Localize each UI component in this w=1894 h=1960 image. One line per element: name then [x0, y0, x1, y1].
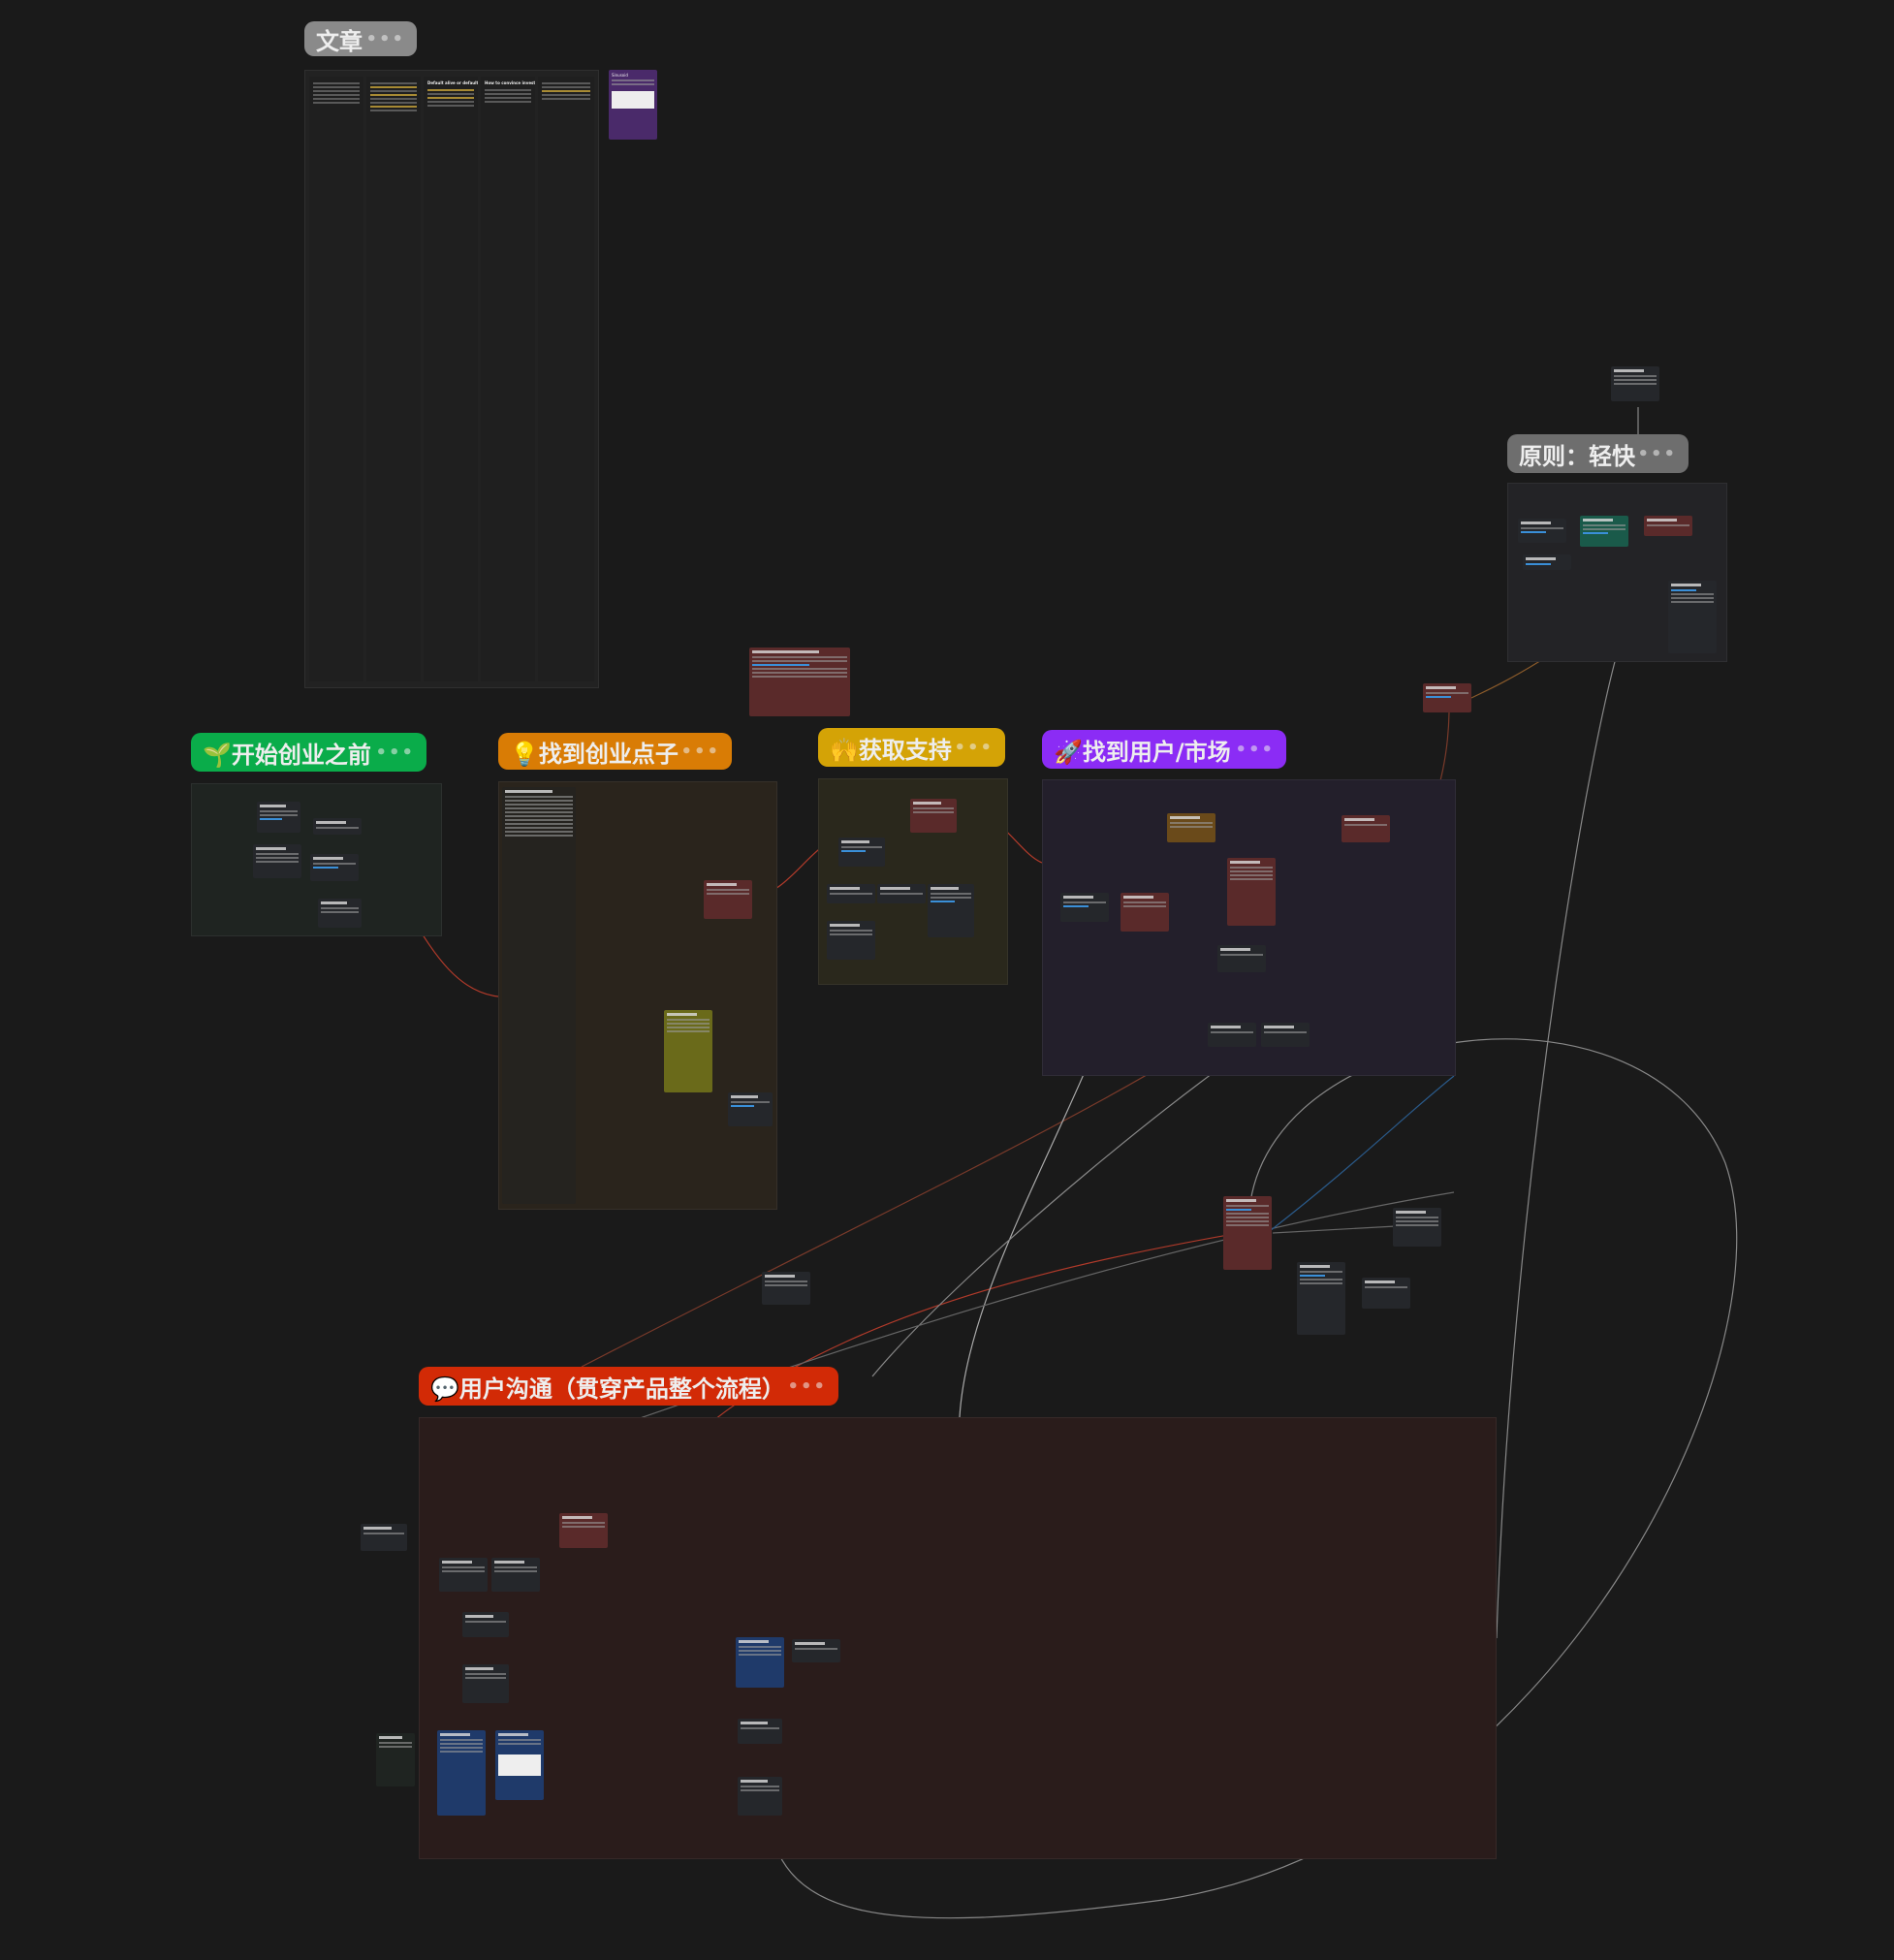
- note-card[interactable]: [313, 818, 362, 835]
- note-card[interactable]: [1217, 945, 1266, 972]
- note-card[interactable]: [1223, 1196, 1272, 1270]
- note-card[interactable]: [361, 1524, 407, 1551]
- speech-bubble-icon: 💬: [430, 1375, 459, 1403]
- note-card[interactable]: [1060, 893, 1109, 922]
- lightbulb-icon: 💡: [510, 740, 539, 768]
- group-title: 文章: [316, 27, 363, 55]
- group-find-users: [1042, 779, 1456, 1076]
- note-card[interactable]: [1393, 1208, 1441, 1247]
- note-card[interactable]: [1668, 581, 1717, 653]
- group-title: 获取支持: [858, 736, 952, 764]
- note-card[interactable]: [318, 899, 362, 928]
- group-header-find-idea[interactable]: 💡找到创业点子 •••: [498, 733, 732, 770]
- more-options-button[interactable]: •••: [954, 737, 994, 758]
- group-title: 原则：轻快: [1519, 442, 1635, 470]
- group-title: 用户沟通（贯穿产品整个流程）: [458, 1375, 785, 1403]
- seedling-icon: 🌱: [203, 741, 232, 769]
- note-card[interactable]: [1261, 1023, 1310, 1047]
- group-user-communication: [419, 1417, 1497, 1859]
- note-card[interactable]: [495, 1730, 544, 1800]
- note-card[interactable]: [762, 1272, 810, 1305]
- note-card[interactable]: [728, 1092, 773, 1126]
- note-card[interactable]: [738, 1719, 782, 1744]
- group-title: 找到创业点子: [538, 740, 679, 768]
- note-card[interactable]: [792, 1639, 840, 1662]
- article-card[interactable]: Default alive or default dead: [424, 77, 478, 681]
- group-before-startup: [191, 783, 442, 936]
- note-card[interactable]: [310, 854, 359, 881]
- group-principle: [1507, 483, 1727, 662]
- article-card-sinusoid[interactable]: Sinusoid: [609, 70, 657, 140]
- group-header-get-support[interactable]: 🙌获取支持 •••: [818, 728, 1005, 767]
- note-card[interactable]: [439, 1558, 488, 1592]
- note-card[interactable]: [1227, 858, 1276, 926]
- more-options-button[interactable]: •••: [787, 1375, 827, 1397]
- note-card[interactable]: [738, 1777, 782, 1816]
- group-header-principle[interactable]: 原则：轻快 •••: [1507, 434, 1689, 473]
- note-card[interactable]: [1362, 1278, 1410, 1309]
- note-card[interactable]: [1518, 519, 1566, 543]
- article-card[interactable]: [538, 77, 594, 681]
- note-card[interactable]: [1167, 813, 1215, 842]
- group-get-support: [818, 778, 1008, 985]
- note-card[interactable]: [736, 1637, 784, 1688]
- note-card[interactable]: [928, 884, 974, 937]
- note-card[interactable]: [437, 1730, 486, 1816]
- note-card[interactable]: [664, 1010, 712, 1092]
- note-card[interactable]: [1423, 683, 1471, 712]
- note-card[interactable]: [1208, 1023, 1256, 1047]
- note-card[interactable]: [1580, 516, 1628, 547]
- article-card[interactable]: How to convince investors: [481, 77, 535, 681]
- group-header-user-communication[interactable]: 💬用户沟通（贯穿产品整个流程） •••: [419, 1367, 838, 1406]
- group-header-before-startup[interactable]: 🌱开始创业之前 •••: [191, 733, 426, 772]
- article-title: How to convince investors: [485, 80, 535, 85]
- note-card[interactable]: [827, 884, 875, 903]
- note-card[interactable]: [462, 1612, 509, 1637]
- note-card[interactable]: [376, 1733, 415, 1786]
- note-card[interactable]: [491, 1558, 540, 1592]
- more-options-button[interactable]: •••: [680, 741, 720, 762]
- group-header-articles[interactable]: 文章 •••: [304, 21, 417, 56]
- note-card[interactable]: [1644, 516, 1692, 536]
- rocket-icon: 🚀: [1054, 738, 1083, 766]
- note-card[interactable]: [1523, 554, 1571, 570]
- note-card[interactable]: [910, 799, 957, 833]
- note-card[interactable]: [1342, 815, 1390, 842]
- card-title: Sinusoid: [612, 73, 628, 78]
- note-card[interactable]: [502, 787, 576, 1204]
- note-card[interactable]: [704, 880, 752, 919]
- article-title: Default alive or default dead: [427, 80, 478, 85]
- group-title: 找到用户/市场: [1082, 738, 1231, 766]
- note-card[interactable]: [559, 1513, 608, 1548]
- group-find-idea: [498, 781, 777, 1210]
- group-header-find-users[interactable]: 🚀找到用户/市场 •••: [1042, 730, 1286, 769]
- note-card[interactable]: [257, 802, 300, 833]
- note-card[interactable]: [253, 844, 301, 878]
- note-card[interactable]: [827, 921, 875, 960]
- more-options-button[interactable]: •••: [1235, 739, 1275, 760]
- raised-hands-icon: 🙌: [830, 736, 859, 764]
- note-card[interactable]: [838, 838, 885, 867]
- group-title: 开始创业之前: [231, 741, 371, 769]
- note-card[interactable]: [749, 648, 850, 716]
- note-card[interactable]: [1611, 366, 1659, 401]
- note-card[interactable]: [462, 1664, 509, 1703]
- note-card[interactable]: [1121, 893, 1169, 932]
- note-card[interactable]: [877, 884, 926, 903]
- more-options-button[interactable]: •••: [1637, 443, 1677, 464]
- more-options-button[interactable]: •••: [365, 28, 405, 49]
- article-card[interactable]: [309, 77, 363, 681]
- more-options-button[interactable]: •••: [375, 742, 415, 763]
- group-articles: Default alive or default dead How to con…: [304, 70, 599, 688]
- article-card[interactable]: [366, 77, 421, 681]
- note-card[interactable]: [1297, 1262, 1345, 1335]
